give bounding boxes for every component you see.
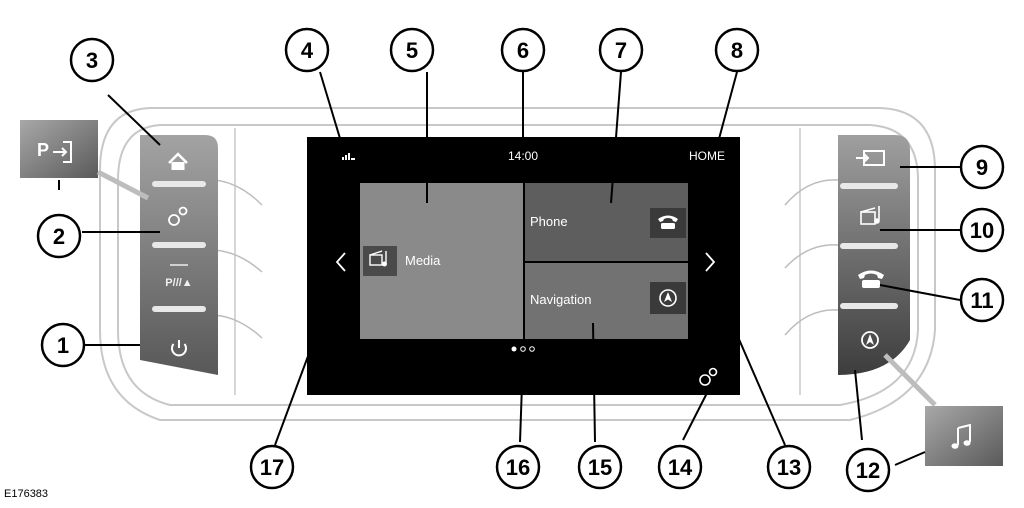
console-bezel bbox=[99, 107, 936, 421]
callout-4: 4 bbox=[284, 27, 330, 73]
callout-15: 15 bbox=[577, 444, 623, 490]
callout-circle bbox=[959, 207, 1005, 253]
callout-circle bbox=[36, 213, 82, 259]
park-inset-letter: P bbox=[37, 140, 49, 160]
callout-5: 5 bbox=[389, 27, 435, 73]
parking-aid-button[interactable]: P///▲ bbox=[165, 264, 193, 289]
callout-number: 4 bbox=[301, 38, 314, 63]
callout-number: 16 bbox=[506, 455, 530, 480]
callout-number: 5 bbox=[406, 38, 418, 63]
phone-tile-icon bbox=[658, 215, 678, 229]
callout-number: 15 bbox=[588, 455, 612, 480]
phone-tile[interactable]: Phone bbox=[525, 183, 688, 261]
callout-circle bbox=[249, 444, 295, 490]
left-button-panel bbox=[140, 135, 218, 375]
callout-number: 10 bbox=[970, 218, 994, 243]
navigation-tile[interactable]: Navigation bbox=[525, 263, 688, 339]
media-icon bbox=[860, 206, 880, 225]
parking-aid-icon: P///▲ bbox=[165, 277, 192, 289]
callout-circle bbox=[284, 27, 330, 73]
callout-number: 17 bbox=[260, 455, 284, 480]
music-inset bbox=[883, 353, 1003, 466]
phone-tile-label: Phone bbox=[530, 214, 568, 229]
callout-number: 7 bbox=[615, 38, 627, 63]
callout-circle bbox=[598, 27, 644, 73]
screen-settings-icon[interactable] bbox=[699, 367, 718, 386]
callout-6: 6 bbox=[500, 27, 546, 73]
right-ridges bbox=[784, 179, 839, 336]
navigation-tile-icon bbox=[659, 289, 677, 307]
callout-11: 11 bbox=[959, 277, 1005, 323]
music-note-icon bbox=[951, 423, 971, 449]
park-inset: P bbox=[20, 120, 150, 201]
callout-number: 9 bbox=[976, 155, 988, 180]
callout-circle bbox=[766, 444, 812, 490]
callout-circle bbox=[500, 27, 546, 73]
power-icon bbox=[171, 340, 187, 357]
media-tile[interactable]: Media bbox=[360, 183, 523, 339]
signal-icon bbox=[342, 153, 355, 160]
callout-number: 13 bbox=[777, 455, 801, 480]
media-tile-icon-box bbox=[363, 246, 397, 276]
callout-number: 8 bbox=[731, 38, 743, 63]
figure-id: E176383 bbox=[4, 488, 49, 500]
callout-circle bbox=[959, 144, 1005, 190]
leader-lines bbox=[58, 71, 961, 466]
home-button[interactable] bbox=[168, 152, 188, 170]
park-exit-icon bbox=[53, 141, 72, 163]
callout-10: 10 bbox=[959, 207, 1005, 253]
source-button[interactable] bbox=[856, 150, 885, 166]
callout-number: 2 bbox=[53, 224, 65, 249]
source-icon bbox=[856, 150, 885, 166]
callout-number: 14 bbox=[668, 455, 693, 480]
callout-number: 1 bbox=[57, 333, 69, 358]
phone-icon bbox=[858, 270, 884, 288]
callout-circle bbox=[69, 37, 115, 83]
callout-circle bbox=[495, 444, 541, 490]
media-button[interactable] bbox=[860, 206, 880, 225]
callout-circle bbox=[959, 277, 1005, 323]
callout-9: 9 bbox=[959, 144, 1005, 190]
callout-14: 14 bbox=[657, 444, 703, 490]
phone-button[interactable] bbox=[858, 270, 884, 289]
callout-16: 16 bbox=[495, 444, 541, 490]
screen-title: HOME bbox=[689, 149, 725, 163]
settings-icon bbox=[168, 206, 188, 226]
callout-circle bbox=[714, 27, 760, 73]
settings-button[interactable] bbox=[168, 206, 188, 226]
callout-circle bbox=[577, 444, 623, 490]
callout-number: 11 bbox=[970, 288, 993, 313]
previous-page-arrow[interactable] bbox=[335, 252, 346, 272]
callout-circle bbox=[389, 27, 435, 73]
next-page-arrow[interactable] bbox=[705, 252, 716, 272]
callout-1: 1 bbox=[40, 322, 86, 368]
callout-2: 2 bbox=[36, 213, 82, 259]
callout-circle bbox=[40, 322, 86, 368]
navigation-button[interactable] bbox=[861, 331, 879, 349]
callout-number: 6 bbox=[517, 38, 529, 63]
navigation-tile-label: Navigation bbox=[530, 292, 591, 307]
media-tile-icon bbox=[369, 250, 388, 267]
right-button-panel bbox=[838, 135, 910, 375]
callout-circle bbox=[845, 447, 891, 493]
callout-8: 8 bbox=[714, 27, 760, 73]
callout-13: 13 bbox=[766, 444, 812, 490]
callout-number: 12 bbox=[856, 458, 880, 483]
callout-12: 12 bbox=[845, 447, 891, 493]
navigation-icon bbox=[861, 331, 879, 349]
callout-17: 17 bbox=[249, 444, 295, 490]
callout-3: 3 bbox=[69, 37, 115, 83]
clock: 14:00 bbox=[508, 149, 538, 163]
callout-7: 7 bbox=[598, 27, 644, 73]
power-button[interactable] bbox=[171, 340, 187, 357]
callout-circle bbox=[657, 444, 703, 490]
page-indicator bbox=[511, 346, 535, 352]
callout-number: 3 bbox=[86, 48, 98, 73]
home-icon bbox=[168, 152, 188, 170]
media-tile-label: Media bbox=[405, 253, 441, 268]
